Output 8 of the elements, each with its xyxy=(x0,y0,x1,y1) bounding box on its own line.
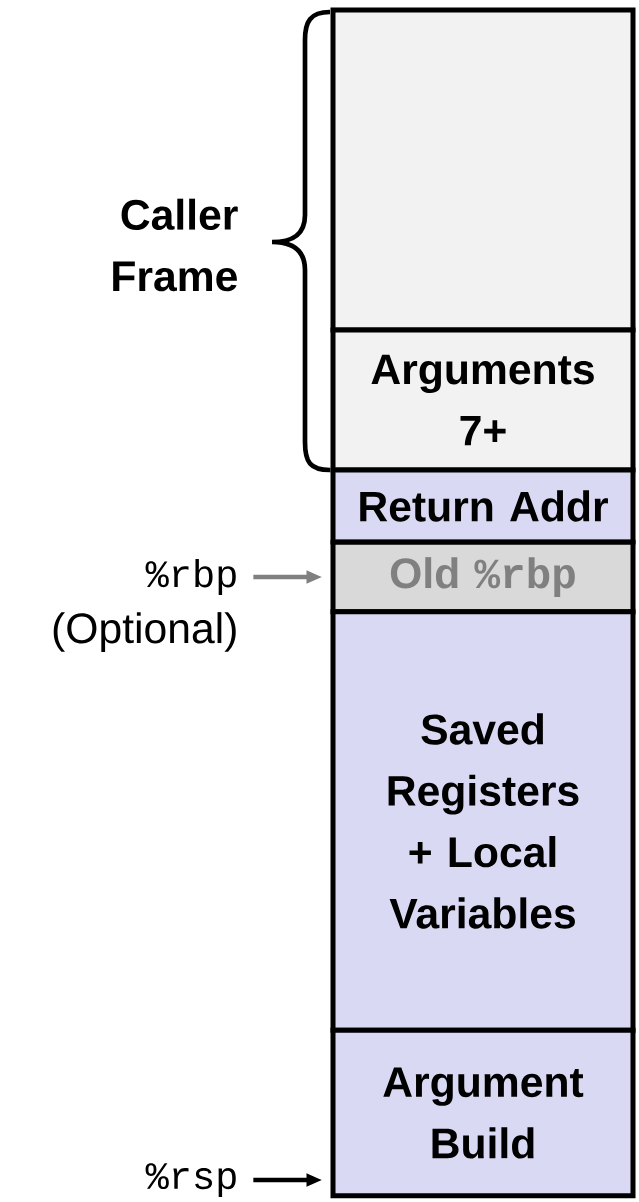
brace-label: Caller Frame xyxy=(113,198,238,292)
stack-box: Return Addr xyxy=(330,467,636,545)
stack-box: Old %rbp xyxy=(330,539,636,615)
note-text: (Optional) xyxy=(53,612,236,652)
register-label: %rsp xyxy=(145,1163,236,1197)
register-label: %rbp xyxy=(145,559,236,596)
stack-box: Argument Build xyxy=(330,1027,636,1199)
stack-box: Arguments 7+ xyxy=(330,327,636,473)
